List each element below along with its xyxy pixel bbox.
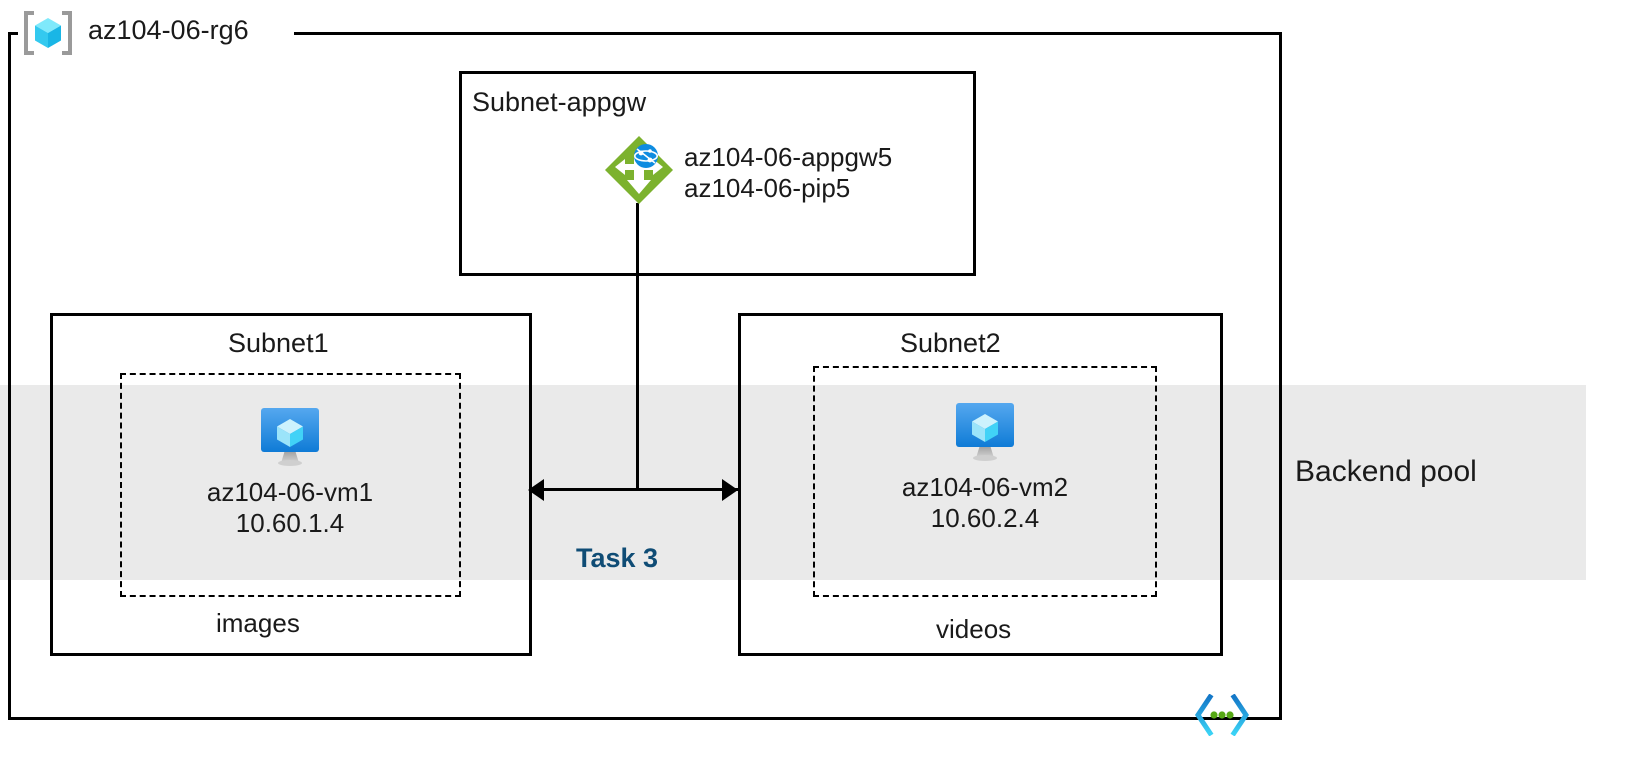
- vm2-name: az104-06-vm2: [901, 472, 1069, 502]
- vm1-node: az104-06-vm1 10.60.1.4: [155, 405, 425, 538]
- arrow-head-right-icon: [722, 479, 738, 501]
- subnet2-box: [738, 313, 1223, 656]
- appgw-name: az104-06-appgw5: [684, 142, 893, 172]
- subnet1-title: Subnet1: [228, 328, 329, 358]
- resource-group-cube-icon: [22, 10, 74, 56]
- vm1-name: az104-06-vm1: [206, 477, 374, 507]
- resource-group-frame: [8, 32, 1282, 720]
- subnet2-container-caption: videos: [936, 614, 1012, 644]
- subnet-split-arrow-line: [536, 488, 738, 491]
- virtual-machine-icon: [956, 403, 1014, 461]
- application-gateway-icon: [603, 134, 675, 206]
- task-3-annotation: Task 3: [576, 543, 659, 573]
- subnet2-title: Subnet2: [900, 328, 1001, 358]
- vm2-ip: 10.60.2.4: [930, 502, 1040, 533]
- vm2-node: az104-06-vm2 10.60.2.4: [850, 400, 1120, 533]
- resource-group-name: az104-06-rg6: [88, 15, 249, 45]
- subnet-appgw-box: [459, 71, 976, 276]
- subnet1-vm-group-dashed-box: [120, 373, 461, 597]
- code-brackets-icon: [1194, 693, 1250, 737]
- subnet2-vm-group-dashed-box: [813, 366, 1157, 597]
- resource-group-title-mask: [18, 16, 294, 52]
- appgw-public-ip-name: az104-06-pip5: [684, 172, 851, 203]
- vm1-ip: 10.60.1.4: [235, 507, 345, 538]
- appgw-connector-line: [636, 203, 639, 490]
- virtual-machine-icon: [261, 408, 319, 466]
- appgw-node-labels: az104-06-appgw5 az104-06-pip5: [684, 142, 892, 203]
- subnet1-container-caption: images: [216, 608, 300, 638]
- subnet-appgw-title: Subnet-appgw: [472, 87, 647, 117]
- arrow-head-left-icon: [528, 479, 544, 501]
- backend-pool-label: Backend pool: [1295, 455, 1477, 488]
